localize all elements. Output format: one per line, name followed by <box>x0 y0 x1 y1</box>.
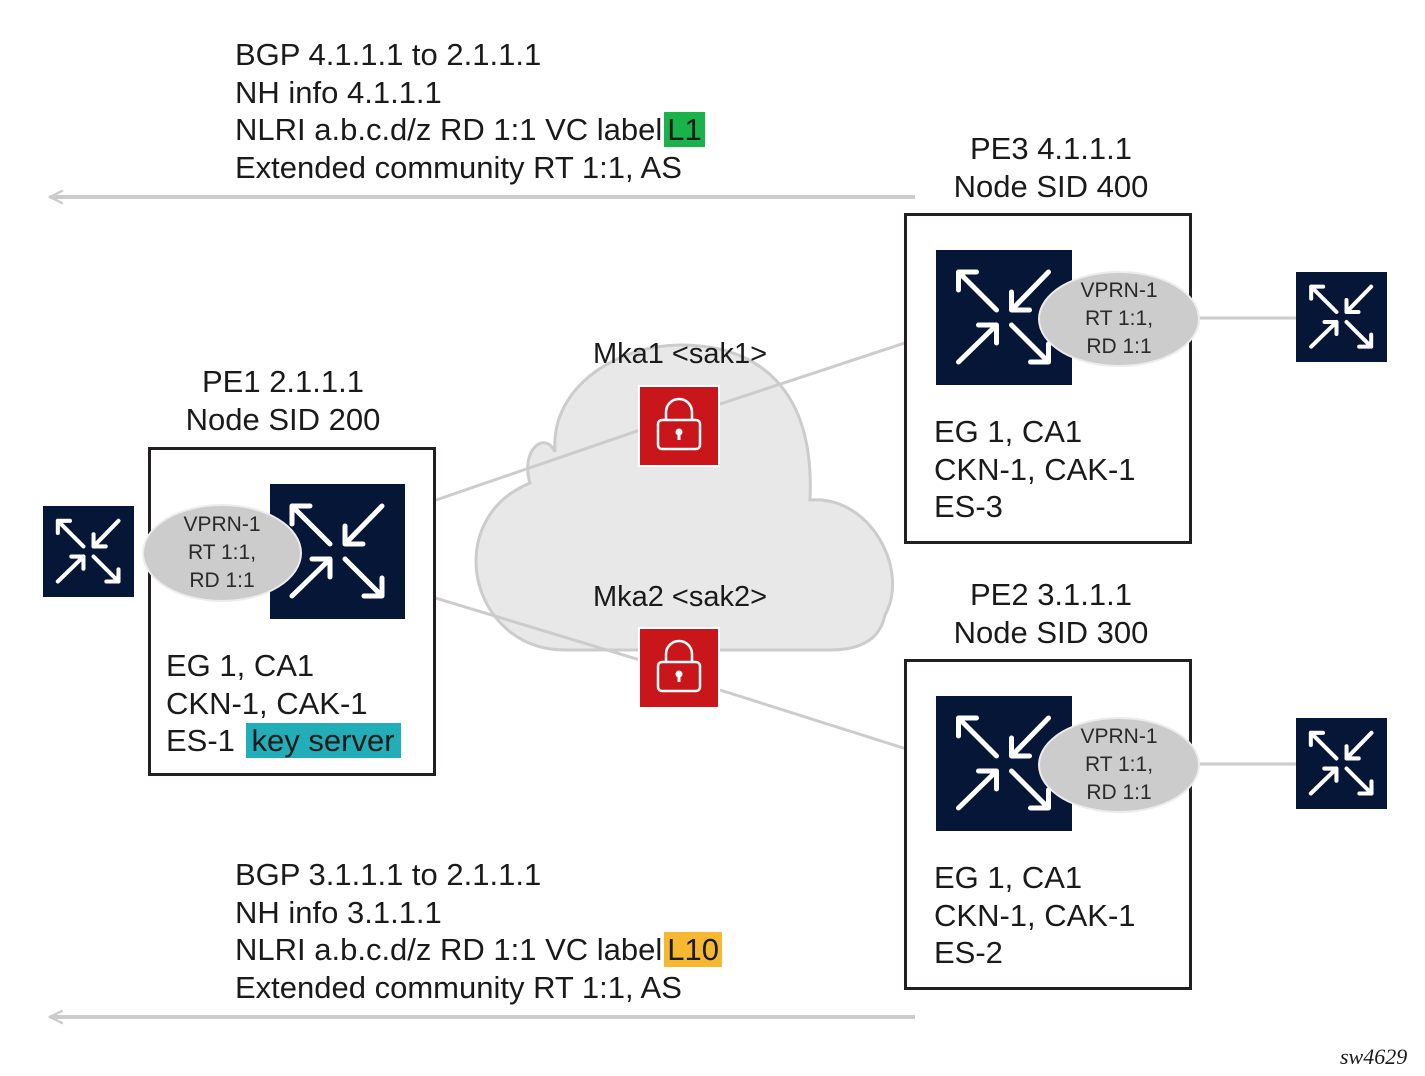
router-arrows-icon <box>55 518 121 584</box>
pe1-ckn: CKN-1, CAK-1 <box>166 685 368 721</box>
pe3-vprn-rd: RD 1:1 <box>1086 335 1152 358</box>
router-arrows-icon <box>289 503 385 599</box>
pe3-es: ES-3 <box>934 489 1003 524</box>
mka2-lock[interactable] <box>638 627 720 709</box>
pe2-title: PE2 3.1.1.1 <box>969 577 1132 612</box>
mka1-link-to-pe3 <box>719 333 935 406</box>
bgp-top-line-4: Extended community RT 1:1, AS <box>235 149 682 185</box>
pe2-ce-router[interactable] <box>1296 718 1387 809</box>
bgp-top-nlri: NLRI a.b.c.d/z RD 1:1 VC label <box>235 112 663 147</box>
pe3-eg: EG 1, CA1 <box>934 414 1083 449</box>
pe3-node-sid: Node SID 400 <box>953 168 1149 204</box>
pe1-es-line: ES-1 key server <box>166 722 401 760</box>
pe2-vprn-name: VPRN-1 <box>1080 725 1158 748</box>
lock-icon <box>656 639 702 693</box>
mka2-link-to-pe2 <box>719 688 935 758</box>
bgp-top-line-2: NH info 4.1.1.1 <box>235 74 442 110</box>
key-server-badge: key server <box>245 723 401 758</box>
mka1-label: Mka1 <sak1> <box>592 338 768 370</box>
pe1-title: PE1 2.1.1.1 <box>201 364 364 399</box>
pe2-heading: PE2 3.1.1.1 Node SID 300 <box>905 576 1197 651</box>
vc-label-l1-badge: L1 <box>664 112 705 147</box>
mka2-label: Mka2 <sak2> <box>592 581 768 613</box>
pe3-vprn-rt: RT 1:1, <box>1084 307 1154 330</box>
pe1-eg: EG 1, CA1 <box>166 648 315 683</box>
bgp-top-line-1: BGP 4.1.1.1 to 2.1.1.1 <box>235 37 542 72</box>
pe1-heading: PE1 2.1.1.1 Node SID 200 <box>150 363 416 438</box>
pe3-vprn-name: VPRN-1 <box>1080 279 1158 302</box>
lock-icon <box>656 397 702 451</box>
pe1-node-sid: Node SID 200 <box>185 401 381 437</box>
pe2-vprn[interactable]: VPRN-1 RT 1:1, RD 1:1 <box>1038 717 1200 813</box>
pe1-vprn[interactable]: VPRN-1 RT 1:1, RD 1:1 <box>142 504 302 602</box>
pe2-ckn: CKN-1, CAK-1 <box>934 897 1136 933</box>
bgp-top-block: BGP 4.1.1.1 to 2.1.1.1 NH info 4.1.1.1 N… <box>235 36 705 186</box>
mka1-lock[interactable] <box>638 385 720 467</box>
pe2-eg: EG 1, CA1 <box>934 860 1083 895</box>
bgp-bottom-line-1: BGP 3.1.1.1 to 2.1.1.1 <box>235 857 542 892</box>
pe2-es: ES-2 <box>934 935 1003 970</box>
vc-label-l10-badge: L10 <box>664 932 723 967</box>
pe2-vprn-rd: RD 1:1 <box>1086 781 1152 804</box>
pe3-ckn: CKN-1, CAK-1 <box>934 451 1136 487</box>
pe2-vprn-rt: RT 1:1, <box>1084 753 1154 776</box>
pe1-vprn-rd: RD 1:1 <box>189 569 255 592</box>
figure-reference: sw4629 <box>1340 1044 1408 1069</box>
pe3-title: PE3 4.1.1.1 <box>969 131 1132 166</box>
bgp-bottom-line-2: NH info 3.1.1.1 <box>235 894 442 930</box>
router-arrows-icon <box>1308 730 1374 796</box>
bgp-bottom-nlri: NLRI a.b.c.d/z RD 1:1 VC label <box>235 932 663 967</box>
bgp-bottom-block: BGP 3.1.1.1 to 2.1.1.1 NH info 3.1.1.1 N… <box>235 856 723 1006</box>
router-arrows-icon <box>956 269 1051 365</box>
bgp-bottom-line-4: Extended community RT 1:1, AS <box>235 969 682 1005</box>
network-cloud <box>474 343 895 652</box>
router-arrows-icon <box>956 715 1051 811</box>
pe3-vprn[interactable]: VPRN-1 RT 1:1, RD 1:1 <box>1038 271 1200 367</box>
pe3-details: EG 1, CA1 CKN-1, CAK-1 ES-3 <box>934 413 1136 526</box>
pe1-details: EG 1, CA1 CKN-1, CAK-1 ES-1 key server <box>166 647 401 760</box>
pe1-es: ES-1 <box>166 723 235 758</box>
pe2-details: EG 1, CA1 CKN-1, CAK-1 ES-2 <box>934 859 1136 972</box>
pe1-vprn-name: VPRN-1 <box>183 513 261 536</box>
pe3-ce-router[interactable] <box>1296 272 1387 362</box>
router-arrows-icon <box>1309 284 1374 349</box>
pe1-vprn-rt: RT 1:1, <box>187 541 257 564</box>
pe1-ce-router[interactable] <box>43 506 134 597</box>
pe2-node-sid: Node SID 300 <box>953 614 1149 650</box>
pe3-heading: PE3 4.1.1.1 Node SID 400 <box>905 130 1197 205</box>
